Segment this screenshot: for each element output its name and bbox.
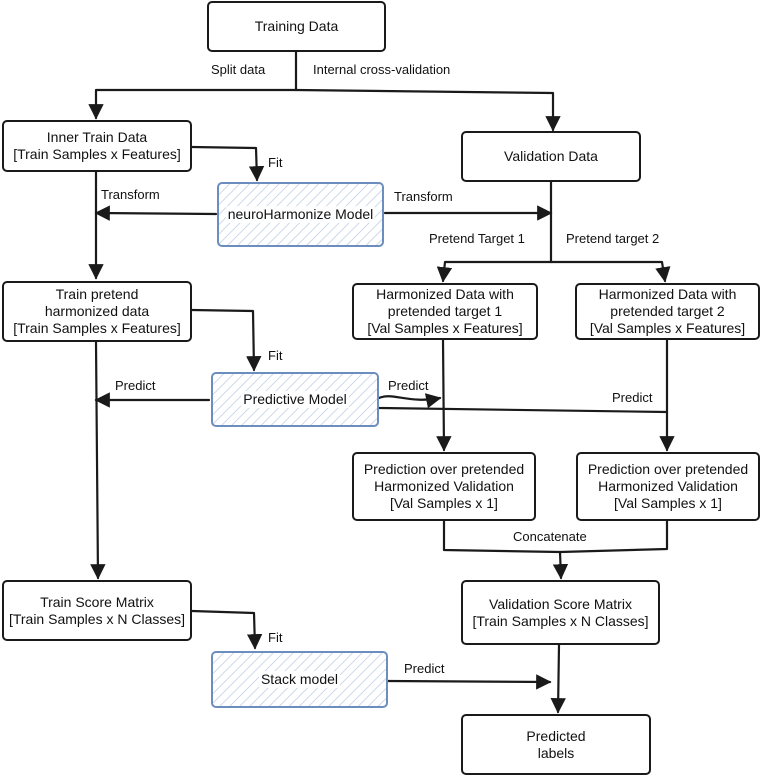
stack-model-label: Stack model	[258, 671, 341, 688]
label-transform-right: Transform	[394, 189, 453, 204]
neuroharmonize-label: neuroHarmonize Model	[225, 206, 376, 223]
edge-fit-stack	[190, 609, 263, 650]
edge-predict-stack	[386, 674, 552, 690]
label-concatenate: Concatenate	[511, 529, 589, 544]
node-predicted-labels: Predicted labels	[461, 714, 651, 775]
edge-pretend-target-2	[549, 260, 671, 283]
node-prediction-validation-2: Prediction over pretended Harmonized Val…	[576, 452, 760, 521]
node-validation-data: Validation Data	[461, 131, 641, 182]
label-internal-cross-validation: Internal cross-validation	[313, 62, 451, 77]
predictive-model-label: Predictive Model	[241, 391, 349, 408]
node-train-pretend-harmonized: Train pretend harmonized data [Train Sam…	[2, 281, 192, 342]
label-fit-neuroharmonize: Fit	[268, 155, 283, 170]
edge-transform-left	[94, 205, 218, 221]
label-transform-left: Transform	[101, 187, 160, 202]
edge-concat-right	[558, 519, 669, 554]
edge-harm1-to-pred1	[436, 338, 452, 452]
label-pretend-target-1: Pretend Target 1	[429, 231, 525, 246]
edge-concat-to-val-score	[552, 550, 569, 580]
edge-predict-right	[377, 406, 669, 414]
node-inner-train-data: Inner Train Data [Train Samples x Featur…	[2, 120, 192, 172]
node-harmonized-target-2: Harmonized Data with pretended target 2 …	[575, 283, 760, 340]
edge-val-score-to-labels	[550, 643, 566, 714]
edge-cv-to-validation	[294, 88, 561, 132]
edge-fit-neuroharmonize	[190, 145, 265, 182]
label-fit-stack: Fit	[268, 630, 283, 645]
node-neuroharmonize-model: neuroHarmonize Model	[217, 182, 384, 247]
label-split-data: Split data	[211, 62, 266, 77]
node-prediction-validation-1: Prediction over pretended Harmonized Val…	[352, 452, 536, 521]
label-fit-predictive: Fit	[268, 348, 283, 363]
node-harmonized-target-1: Harmonized Data with pretended target 1 …	[352, 283, 538, 340]
edge-pretend-target-1	[436, 260, 553, 283]
node-predictive-model: Predictive Model	[211, 372, 379, 427]
node-stack-model: Stack model	[211, 651, 388, 708]
node-training-data: Training Data	[207, 1, 386, 52]
label-predict-left: Predict	[115, 378, 156, 393]
label-predict-right: Predict	[612, 390, 653, 405]
label-predict-mid: Predict	[388, 378, 429, 393]
edge-predict-mid	[377, 393, 442, 409]
edge-train-pretend-to-score	[90, 340, 106, 580]
edge-fit-predictive	[190, 308, 262, 372]
node-train-score-matrix: Train Score Matrix [Train Samples x N Cl…	[2, 580, 192, 641]
node-validation-score-matrix: Validation Score Matrix [Train Samples x…	[461, 580, 660, 645]
edge-split-to-inner-train	[88, 88, 298, 120]
label-predict-stack: Predict	[404, 661, 445, 676]
edge-concat-left	[442, 519, 562, 554]
label-pretend-target-2: Pretend target 2	[566, 231, 660, 246]
